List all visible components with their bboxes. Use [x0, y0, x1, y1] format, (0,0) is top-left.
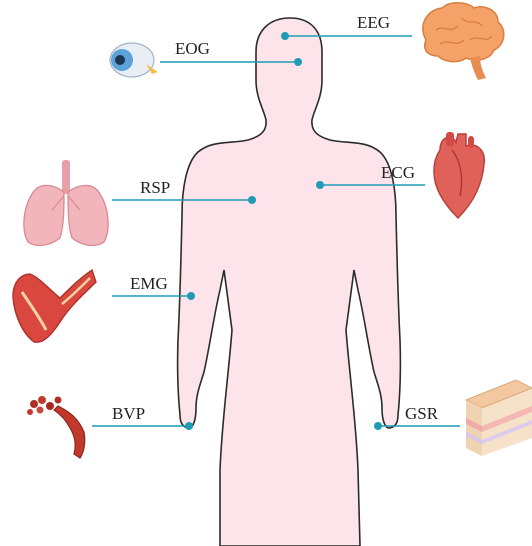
ecg-label: ECG — [381, 163, 415, 182]
eog-label: EOG — [175, 39, 210, 58]
rsp-label: RSP — [140, 178, 170, 197]
lungs-icon — [24, 160, 108, 245]
gsr-label: GSR — [405, 404, 439, 423]
arm-muscle-icon — [13, 270, 96, 342]
eog-sensor-dot — [294, 58, 302, 66]
eeg-label: EEG — [357, 13, 390, 32]
skin-layers-icon — [466, 380, 532, 456]
emg-label: EMG — [130, 274, 168, 293]
gsr-sensor-dot — [374, 422, 382, 430]
brain-icon — [423, 3, 504, 80]
ecg-sensor-dot — [316, 181, 324, 189]
heart-icon — [434, 132, 484, 218]
emg-sensor-dot — [187, 292, 195, 300]
eeg-sensor-dot — [281, 32, 289, 40]
bvp-label: BVP — [112, 404, 145, 423]
rsp-sensor-dot — [248, 196, 256, 204]
human-body-silhouette — [178, 18, 401, 546]
eye-icon — [110, 43, 158, 77]
bvp-sensor-dot — [185, 422, 193, 430]
blood-vessel-icon — [27, 396, 85, 458]
